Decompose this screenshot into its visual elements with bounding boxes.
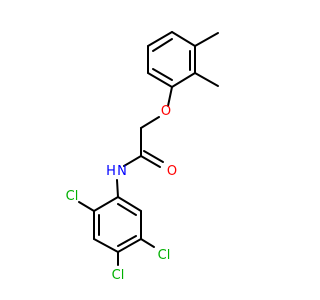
chlorine-bond (78, 201, 95, 212)
carbonyl-bond (143, 150, 164, 163)
bond (117, 238, 142, 253)
amide-nitrogen-label: N (117, 164, 127, 179)
chlorine-label: Cl (66, 189, 79, 204)
bond (123, 155, 142, 167)
bond (93, 238, 119, 253)
dimethylphenyl-ring (147, 31, 196, 88)
carbonyl-bond (140, 155, 161, 168)
bond (147, 72, 173, 88)
chlorine-bond (140, 238, 155, 248)
amide-hydrogen-label: H (106, 164, 116, 179)
bond (147, 31, 173, 47)
bond (140, 116, 160, 129)
bond (117, 196, 142, 212)
methyl-bond (194, 72, 219, 87)
ether-oxygen-label: O (161, 104, 171, 119)
bond (116, 179, 119, 198)
bond (167, 86, 173, 107)
methyl-bond (194, 32, 219, 47)
bond (93, 196, 119, 212)
bond (171, 31, 196, 47)
trichlorophenyl-ring (93, 196, 142, 253)
carbonyl-oxygen-label: O (167, 164, 177, 179)
bond (152, 68, 173, 81)
bond (117, 203, 137, 216)
molecule-structure: O O H N Cl Cl Cl (66, 31, 219, 283)
chlorine-label: Cl (158, 248, 171, 263)
chlorine-label: Cl (112, 268, 125, 283)
bond (117, 235, 137, 247)
bond (152, 38, 173, 52)
bond (171, 72, 196, 88)
